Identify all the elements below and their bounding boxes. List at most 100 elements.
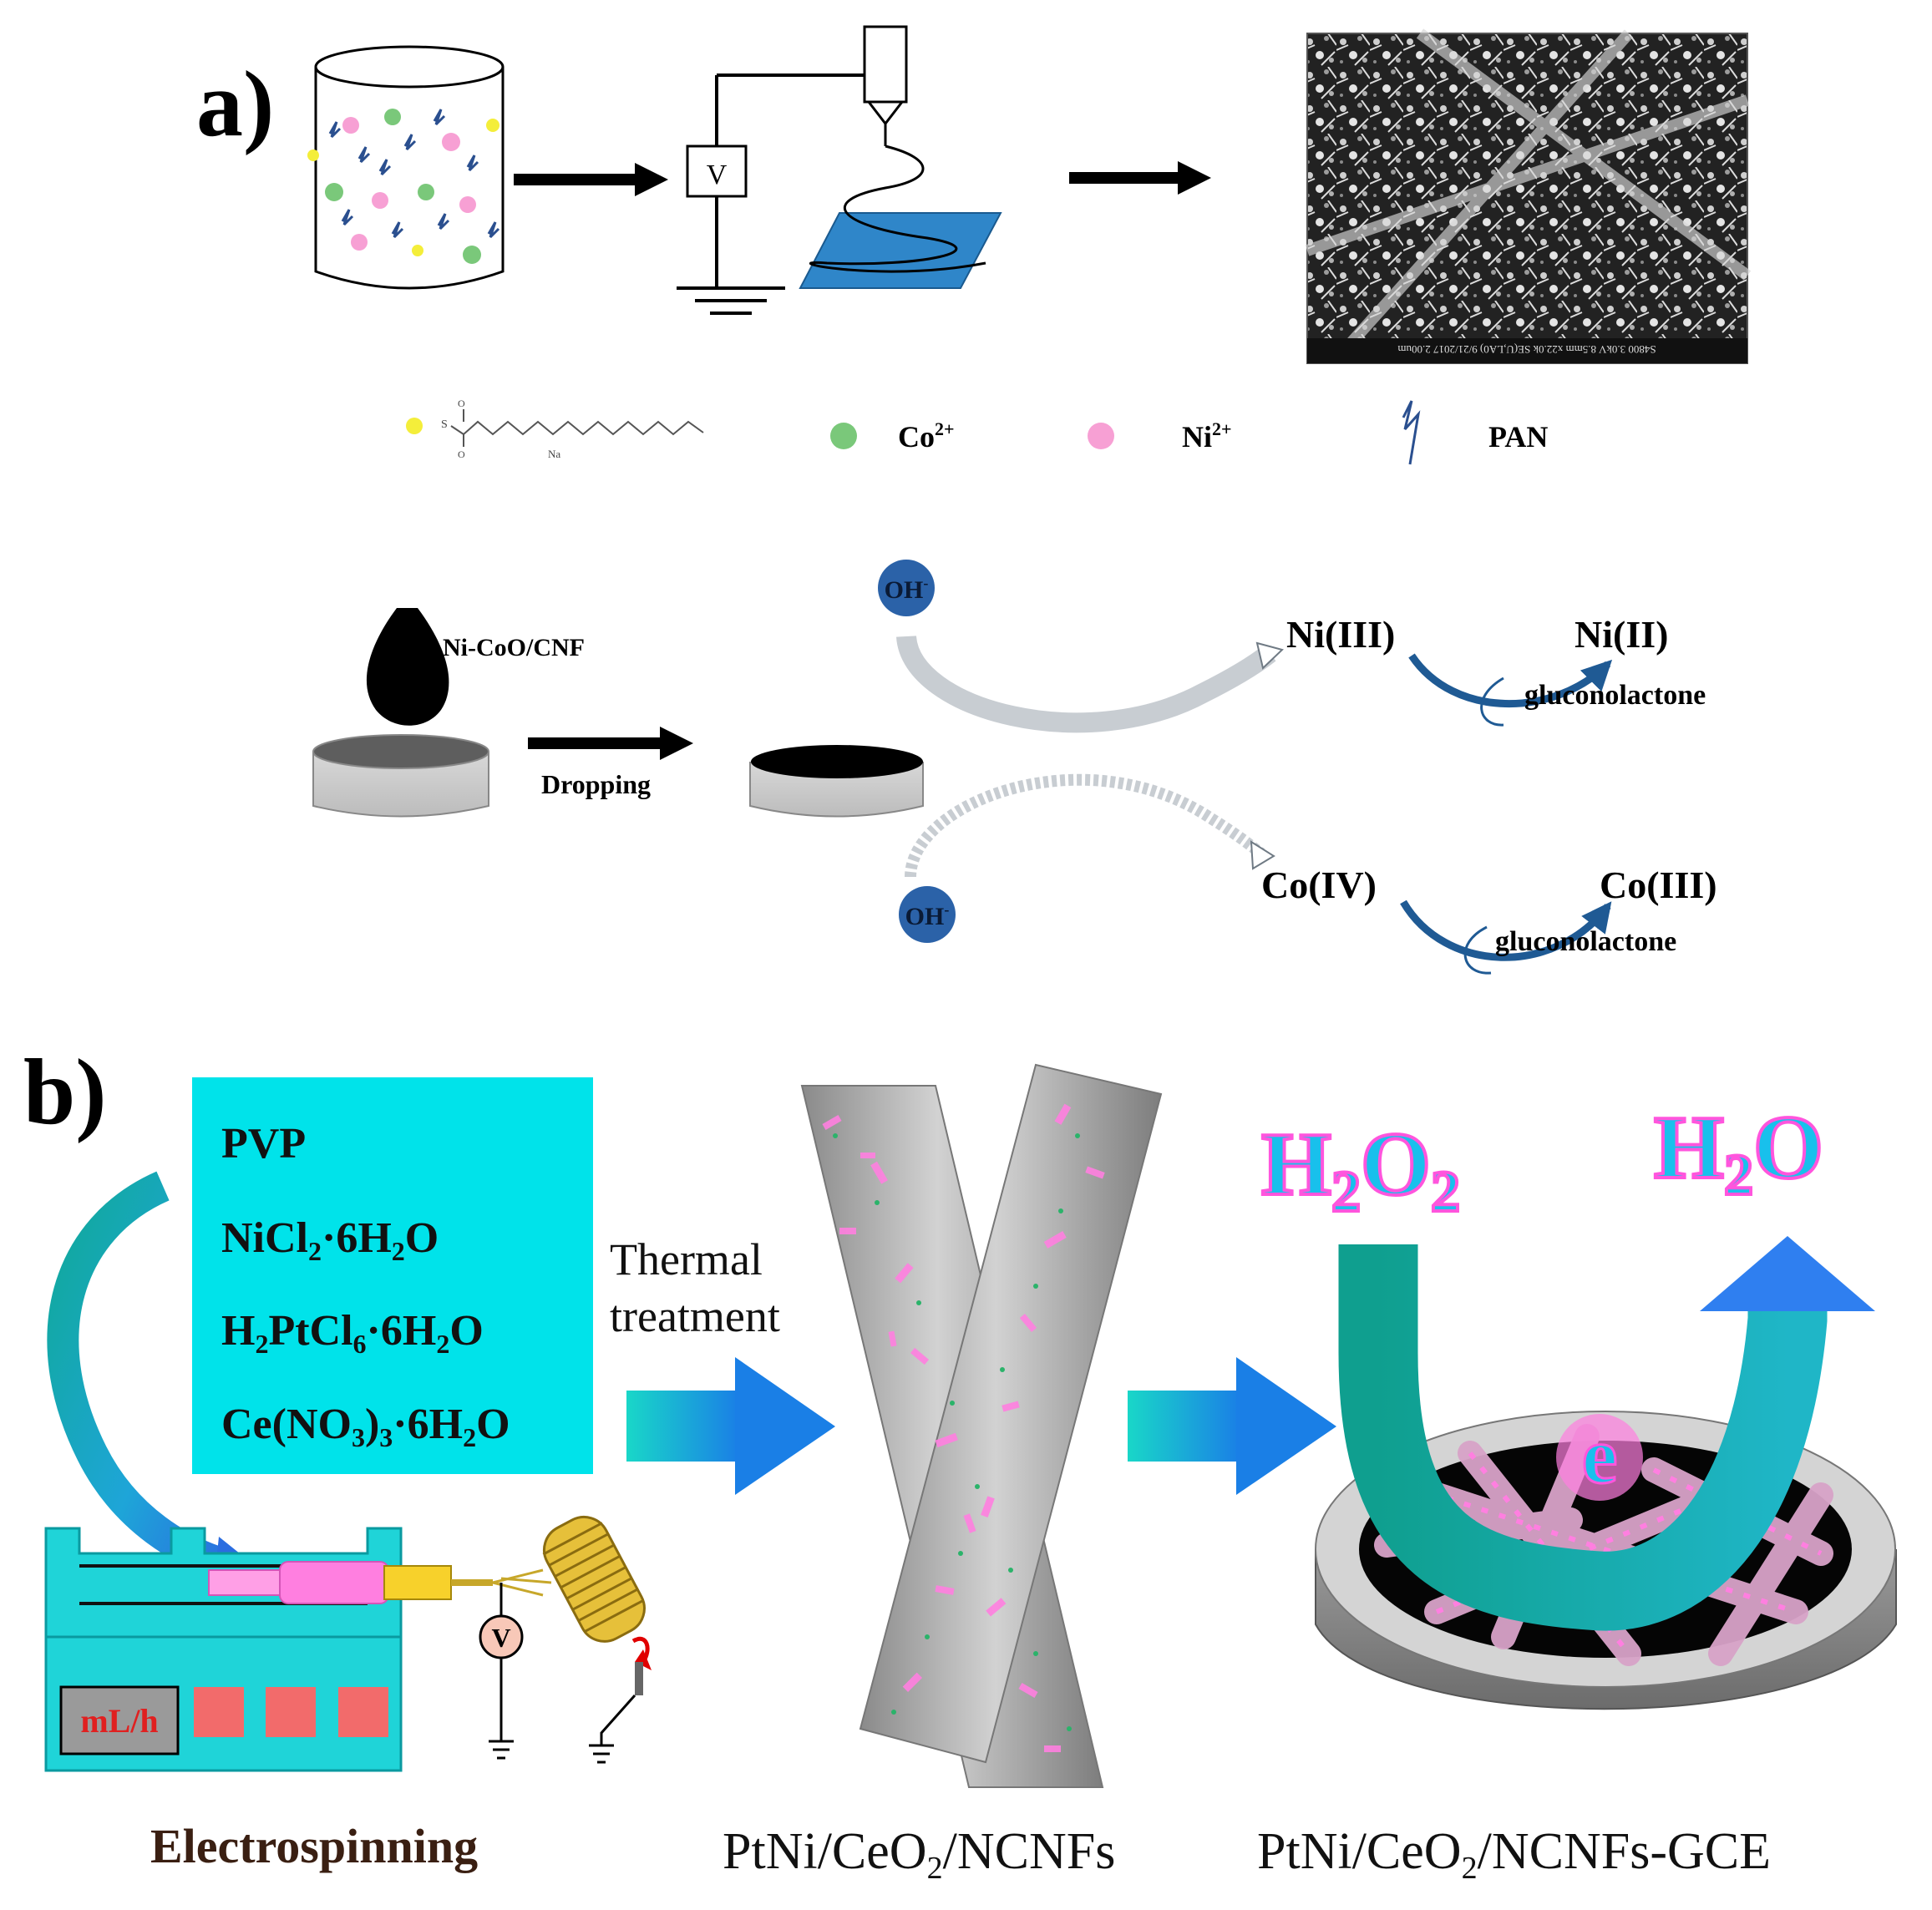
- thermal-arrow-body: [626, 1391, 739, 1462]
- syringe-pump: mL/h V: [44, 1515, 652, 1772]
- beaker-contents: [307, 109, 500, 264]
- electron-label: e: [1582, 1411, 1618, 1500]
- oh-bottom-charge: -: [944, 901, 949, 918]
- pump-button-3: [338, 1687, 388, 1737]
- reaction-u-arrow: [1338, 1244, 1828, 1631]
- electron-glow: [1556, 1414, 1643, 1501]
- precursor-box: PVP NiCl2·6H2O H2PtCl6·6H2O Ce(NO3)3·6H2…: [192, 1077, 593, 1474]
- ni-iii-label: Ni(III): [1286, 613, 1395, 656]
- oh-top: OH: [885, 576, 924, 604]
- dropping-arrow-head: [660, 727, 693, 760]
- panel-b: b) PVP NiCl2·6H2O H2PtCl6·6H2O Ce(NO3)3·…: [23, 1041, 1897, 1886]
- ni-ii-label: Ni(II): [1575, 613, 1668, 656]
- legend-ni: Ni: [1182, 420, 1212, 453]
- voltmeter: [479, 1614, 524, 1659]
- h2o2-label: H2O2: [1261, 1115, 1460, 1224]
- ni-dot: [342, 117, 359, 134]
- h2o-label: H2O: [1654, 1098, 1823, 1208]
- sds-structure: S O O Na: [441, 398, 704, 460]
- co-dot: [384, 109, 401, 125]
- ink-drop: [366, 608, 449, 726]
- sem-micrograph: S4800 3.0kV 8.5mm x22.0k SE(U,LA0) 9/21/…: [1305, 28, 1752, 364]
- drop-casting: Ni-CoO/CNF Dropping: [312, 608, 924, 818]
- sds-dot: [412, 245, 423, 256]
- co-dot: [418, 184, 434, 200]
- oh-curve-bottom: [905, 773, 1265, 878]
- nanofiber-cross: [800, 1063, 1163, 1788]
- bare-electrode: [312, 734, 489, 818]
- precursor-nicl2: NiCl2·6H2O: [221, 1214, 439, 1266]
- co-dot: [463, 246, 481, 264]
- fiber-particles: [822, 1103, 1105, 1752]
- legend-ni-text: Ni2+: [1182, 418, 1232, 453]
- assembly-arrow-body: [1128, 1391, 1240, 1462]
- legend-ni-charge: 2+: [1212, 418, 1232, 439]
- legend-co: Co: [898, 420, 935, 453]
- coated-electrode: [749, 745, 924, 818]
- assembly-arrow-head: [1236, 1357, 1336, 1495]
- dropping-label: Dropping: [541, 769, 651, 799]
- gluconolactone-ni: gluconolactone: [1524, 680, 1706, 711]
- flow-rate-display: [59, 1685, 180, 1755]
- legend: S O O Na Co2+ Ni2+ PAN: [406, 398, 1548, 465]
- oh-circle-top: [878, 560, 935, 616]
- ni-dot: [442, 133, 460, 151]
- pump-button-1: [194, 1687, 244, 1737]
- drop-label: Ni-CoO/CNF: [443, 634, 585, 661]
- ni-dot: [459, 196, 476, 213]
- jet-spiral: [809, 144, 986, 273]
- rotating-collector: [542, 1515, 646, 1643]
- oh-bottom: OH: [905, 903, 945, 930]
- co-dot: [325, 183, 343, 201]
- flow-rate-label: mL/h: [80, 1702, 158, 1740]
- ni-dot: [372, 192, 388, 209]
- ni-reduction-arrow: [1408, 653, 1613, 707]
- legend-sds-dot: [406, 418, 423, 434]
- svg-text:S: S: [441, 418, 448, 431]
- reaction-u-arrow-head: [1700, 1236, 1875, 1311]
- redox-mechanism: OH- OH- Ni(III) Ni(II) gluconolactone Co…: [878, 560, 1717, 975]
- fiber-rod-2: [859, 1063, 1163, 1764]
- legend-pan-icon: [1402, 400, 1421, 465]
- panel-a: a): [196, 25, 1752, 975]
- legend-na: Na: [548, 448, 560, 460]
- oh-circle-bottom: [899, 886, 956, 943]
- legend-co-charge: 2+: [935, 418, 955, 439]
- legend-ni-dot: [1088, 423, 1114, 449]
- voltage-label: V: [707, 160, 728, 190]
- co-iv-label: Co(IV): [1261, 864, 1377, 906]
- collector-plate: [799, 212, 1002, 289]
- co-iii-label: Co(III): [1600, 864, 1717, 906]
- oh-label-top: OH-: [885, 575, 929, 604]
- electrospinning-schematic: V: [677, 25, 1002, 315]
- sulfonate-o-bottom: O: [458, 448, 465, 460]
- voltage-source: [686, 144, 748, 198]
- oh-curve-top: [896, 635, 1276, 733]
- oh-label-bottom: OH-: [905, 901, 950, 930]
- fiber-dots: [833, 1133, 1080, 1731]
- legend-co-text: Co2+: [898, 418, 955, 453]
- syringe-nozzle: [865, 100, 905, 126]
- co-reduction-arrow: [1400, 899, 1612, 961]
- thermal-label-line2: treatment: [610, 1291, 780, 1341]
- arrow-to-sem-head: [1178, 161, 1211, 195]
- legend-pan: PAN: [1488, 420, 1548, 453]
- ground-symbol: [677, 286, 785, 315]
- pump-button-2: [266, 1687, 316, 1737]
- precursor-h2ptcl6: H2PtCl6·6H2O: [221, 1307, 484, 1359]
- syringe-body: [279, 1561, 389, 1604]
- syringe-barrel: [863, 25, 908, 104]
- caption-ptni-ceo2-ncnfs: PtNi/CeO2/NCNFs: [723, 1823, 1115, 1886]
- syringe-needle-hub: [383, 1565, 452, 1600]
- precursor-pvp: PVP: [221, 1120, 306, 1168]
- arrow-to-spinner-head: [635, 163, 668, 196]
- legend-co-dot: [830, 423, 857, 449]
- gluconolactone-co: gluconolactone: [1495, 926, 1676, 957]
- panel-b-label: b): [23, 1041, 107, 1144]
- sem-caption: S4800 3.0kV 8.5mm x22.0k SE(U,LA0) 9/21/…: [1397, 343, 1656, 356]
- thermal-arrow-head: [735, 1357, 835, 1495]
- oh-top-charge: -: [923, 575, 928, 591]
- panel-a-label: a): [196, 53, 274, 156]
- sds-dot: [307, 149, 319, 161]
